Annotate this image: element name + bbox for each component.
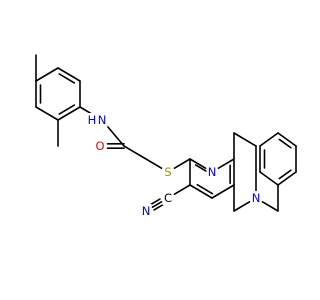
pyridine-bond-5 <box>189 184 213 199</box>
phenyl-double-2 <box>278 138 292 149</box>
nitrile-carbon-label: C <box>164 191 172 205</box>
n-benzyl-bond <box>261 201 279 212</box>
nitrile-carbon-label-backdrop <box>162 191 174 205</box>
pyridine-bond-2 <box>217 158 235 169</box>
phenyl-double-1 <box>278 169 292 180</box>
phenyl-bond-3 <box>277 132 297 147</box>
aryl-bond-3 <box>35 67 59 82</box>
pyridine-double-1 <box>194 164 207 172</box>
amide-nitrogen-label: N <box>98 113 107 127</box>
carbonyl-ch2-bond <box>123 145 147 160</box>
amide-hydrogen-label: H <box>88 113 97 127</box>
s-pyridine-bond <box>173 158 191 169</box>
c3-nitrile-bond <box>173 184 191 195</box>
nitrile-triple-bond-a <box>150 198 161 206</box>
pyridine-bond-1 <box>189 158 207 169</box>
pyridine-bond-4 <box>211 184 235 199</box>
nitrile-nitrogen-label: N <box>142 204 151 218</box>
phenyl-bond-6 <box>259 171 279 186</box>
thioether-sulfur-label-backdrop <box>162 165 174 179</box>
aryl-bond-6 <box>57 106 81 121</box>
nitrile-triple-bond-mid <box>151 201 163 208</box>
amide-hydrogen-label-backdrop <box>86 113 98 127</box>
carbonyl-oxygen-label-backdrop <box>94 139 106 153</box>
n-carbonyl-bond <box>106 124 125 147</box>
phenyl-bond-1 <box>277 171 297 186</box>
aryl-bond-5 <box>35 106 59 121</box>
nitrile-triple-bond-b <box>153 203 164 211</box>
aryl-bond-2 <box>57 67 81 82</box>
bond-layer <box>35 54 297 212</box>
sat-bond-4 <box>233 201 251 212</box>
pyridine-double-3 <box>196 183 214 195</box>
carbonyl-oxygen-label: O <box>95 139 104 153</box>
amide-nitrogen-label-backdrop <box>96 113 108 127</box>
phenyl-bond-4 <box>259 132 279 147</box>
pyridine-nitrogen-label-backdrop <box>206 165 218 179</box>
aryl-double-3 <box>58 104 76 115</box>
thioether-sulfur-label: S <box>164 165 171 179</box>
pyridine-nitrogen-label: N <box>208 165 217 179</box>
sat-bond-2 <box>233 132 257 147</box>
nitrile-nitrogen-label-backdrop <box>140 204 152 218</box>
piperidine-nitrogen-label: N <box>252 191 261 205</box>
aryl-double-1 <box>58 73 76 84</box>
ch2-s-bond <box>145 158 163 169</box>
piperidine-nitrogen-label-backdrop <box>250 191 262 205</box>
